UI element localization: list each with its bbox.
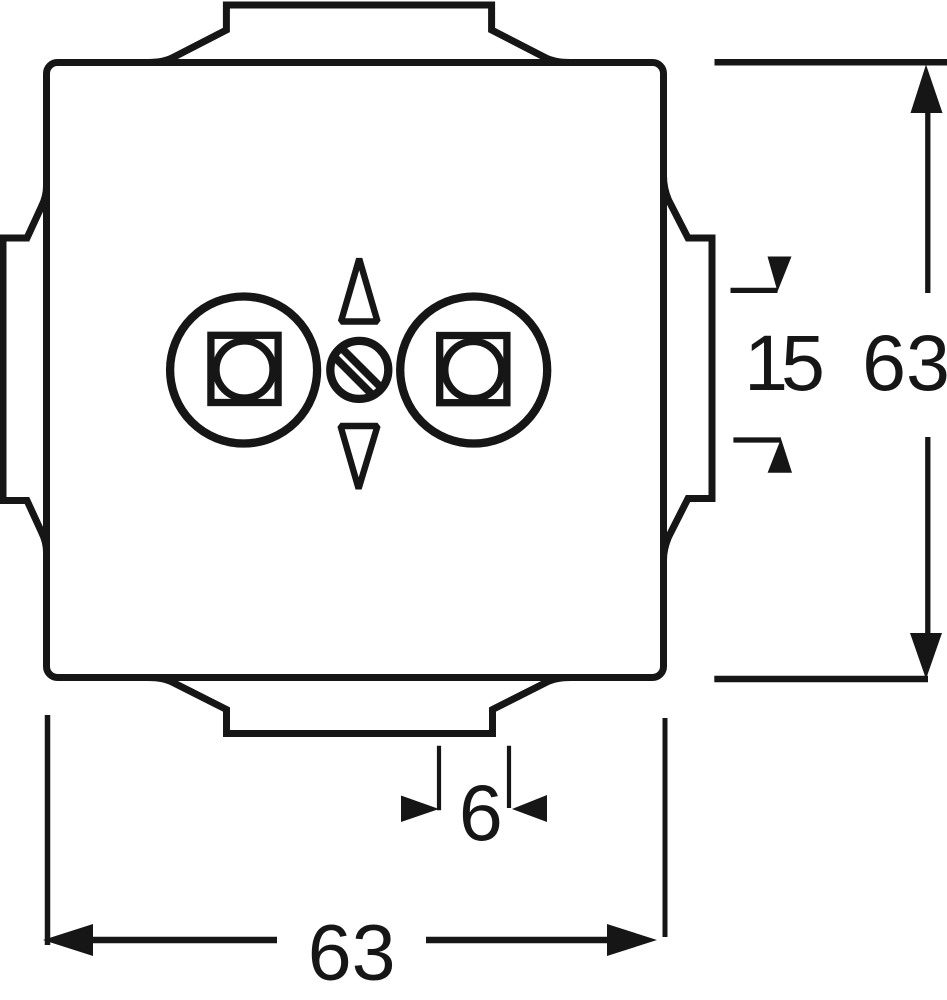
svg-text:63: 63 — [862, 318, 947, 407]
svg-text:15: 15 — [744, 318, 822, 407]
svg-text:63: 63 — [308, 908, 396, 997]
svg-text:6: 6 — [459, 768, 503, 857]
